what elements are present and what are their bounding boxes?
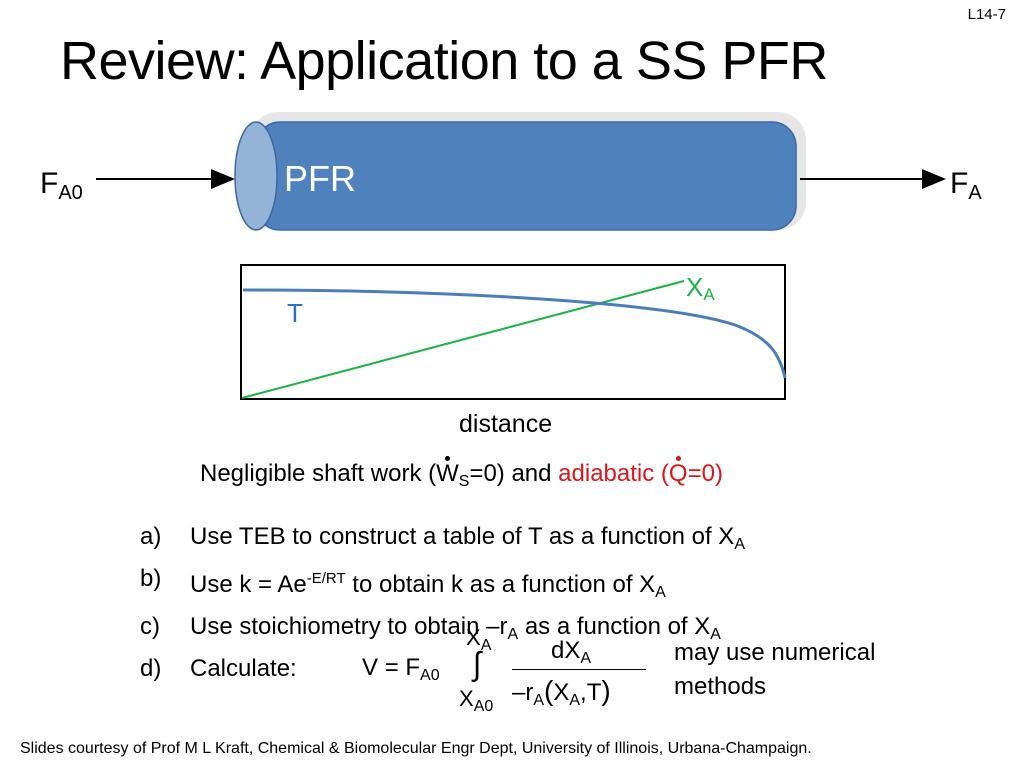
fraction-bar <box>512 669 646 670</box>
footer-credit: Slides courtesy of Prof M L Kraft, Chemi… <box>20 740 812 757</box>
outlet-flow-symbol: F <box>950 167 969 200</box>
feed-subscript: A0 <box>420 667 440 684</box>
step-superscript: -E/RT <box>306 570 346 587</box>
inlet-flow-symbol: F <box>40 167 59 200</box>
step-text: Use stoichiometry to obtain –r <box>190 613 508 640</box>
conversion-subscript: A <box>569 692 581 709</box>
integral-sign: ∫ <box>473 646 482 683</box>
numerator-text: dX <box>551 637 581 664</box>
step-d: d) Calculate: <box>140 652 745 686</box>
inlet-flow-subscript: A0 <box>58 182 83 204</box>
numerator-subscript: A <box>580 650 592 667</box>
xa-symbol: X <box>686 272 704 302</box>
upper-limit-subscript: A <box>480 637 492 654</box>
step-a: a) Use TEB to construct a table of T as a… <box>140 520 745 562</box>
note-line-2: methods <box>674 673 767 700</box>
step-letter: b) <box>140 565 162 592</box>
rate-symbol: –r <box>512 679 534 706</box>
lower-limit-symbol: X <box>459 686 474 711</box>
shaft-work-symbol: W <box>436 460 459 487</box>
equals-sign: = <box>384 654 399 681</box>
step-b: b) Use k = Ae-E/RT to obtain k as a funct… <box>140 562 745 610</box>
volume-symbol: V <box>362 654 379 681</box>
equation-numerator: dXA <box>551 637 591 668</box>
step-text: Use TEB to construct a table of T as a f… <box>190 523 735 550</box>
inlet-flow-label: FA0 <box>40 167 83 205</box>
step-letter: d) <box>140 655 162 682</box>
outlet-flow-label: FA <box>950 167 982 205</box>
step-c: c)Use stoichiometry to obtain –rA as a f… <box>140 610 745 652</box>
reactor-end-cap <box>234 121 278 231</box>
step-subscript: A <box>734 536 745 553</box>
xa-subscript: A <box>703 285 715 304</box>
close-paren: ) <box>601 675 611 706</box>
xa-profile-line <box>241 280 685 399</box>
step-text: Calculate: <box>190 655 297 682</box>
step-subscript: A <box>710 626 721 643</box>
step-letter: c) <box>140 613 160 640</box>
adiabatic-text-end: =0) <box>687 460 723 487</box>
step-text: as a function of X <box>518 613 711 640</box>
procedure-steps: a) Use TEB to construct a table of T as a… <box>140 520 745 686</box>
step-subscript: A <box>655 584 666 601</box>
note-line-1: may use numerical <box>674 639 876 666</box>
rate-subscript: A <box>533 692 545 709</box>
temperature-arg: ,T <box>580 679 602 706</box>
numerical-methods-note: may use numerical methods <box>674 636 875 704</box>
lower-limit-subscript: A0 <box>473 698 494 715</box>
profile-plot-frame <box>240 264 786 400</box>
t-profile-curve <box>242 288 787 379</box>
open-paren: ( <box>544 675 554 706</box>
slide-number: L14-7 <box>967 6 1006 23</box>
upper-limit-symbol: X <box>466 625 481 650</box>
conditions-line: Negligible shaft work (WS=0) and adiabat… <box>200 460 723 491</box>
outlet-flow-subscript: A <box>968 182 982 204</box>
t-curve-label: T <box>287 298 303 328</box>
xa-curve-label: XA <box>686 272 715 305</box>
conditions-text-2: =0) and <box>469 460 559 487</box>
distance-axis-label: distance <box>459 410 553 438</box>
reactor-label: PFR <box>284 158 356 199</box>
heat-symbol: Q <box>668 460 688 487</box>
step-letter: a) <box>140 523 162 550</box>
slide-title: Review: Application to a SS PFR <box>60 31 828 91</box>
equation-denominator: –rA(XA,T) <box>512 675 611 710</box>
step-text: Use k = Ae <box>190 571 307 598</box>
conditions-text-1: Negligible shaft work ( <box>200 460 437 487</box>
conversion-symbol: X <box>553 679 570 706</box>
feed-symbol: F <box>405 654 421 681</box>
adiabatic-text: adiabatic ( <box>558 460 669 487</box>
integral-upper-limit: XA <box>466 625 491 655</box>
step-subscript: A <box>507 626 519 643</box>
adiabatic-condition: adiabatic (Q=0) <box>558 460 723 487</box>
shaft-work-subscript: S <box>458 473 470 490</box>
step-text: to obtain k as a function of X <box>345 571 656 598</box>
integral-lower-limit: XA0 <box>459 686 493 716</box>
equation-lhs: V = FA0 <box>362 654 440 685</box>
